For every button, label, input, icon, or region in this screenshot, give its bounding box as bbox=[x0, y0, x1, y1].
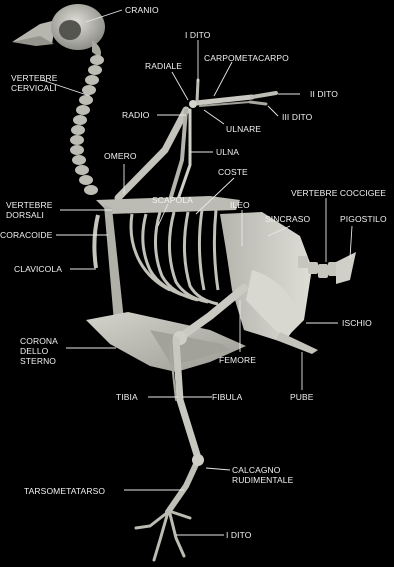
label-coste: COSTE bbox=[218, 167, 248, 177]
wing-bones bbox=[118, 80, 276, 205]
label-ileo: ILEO bbox=[230, 200, 250, 210]
label-coracoide: CORACOIDE bbox=[0, 230, 52, 240]
label-vertebre-coccigee: VERTEBRE COCCIGEE bbox=[291, 188, 386, 198]
label-i-dito-bottom: I DITO bbox=[226, 530, 251, 540]
label-iii-dito: III DITO bbox=[282, 112, 312, 122]
label-carpometacarpo: CARPOMETACARPO bbox=[204, 53, 289, 63]
label-radiale: RADIALE bbox=[145, 61, 182, 71]
label-vertebre-cervicali: VERTEBRE CERVICALI bbox=[11, 73, 57, 93]
ribs bbox=[131, 210, 218, 304]
label-clavicola: CLAVICOLA bbox=[14, 264, 62, 274]
label-radio: RADIO bbox=[122, 110, 149, 120]
label-i-dito-top: I DITO bbox=[185, 30, 210, 40]
label-ischio: ISCHIO bbox=[342, 318, 372, 328]
label-pube: PUBE bbox=[290, 392, 314, 402]
skull bbox=[12, 4, 105, 58]
label-ulnare: ULNARE bbox=[226, 124, 261, 134]
label-scapola: SCAPOLA bbox=[152, 195, 193, 205]
label-fibula: FIBULA bbox=[212, 392, 242, 402]
label-calcagno-rudimentale: CALCAGNO RUDIMENTALE bbox=[232, 465, 293, 485]
label-corona-dello-sterno: CORONA DELLO STERNO bbox=[20, 336, 58, 366]
label-femore: FEMORE bbox=[219, 355, 256, 365]
cervical-vertebrae bbox=[70, 55, 104, 195]
label-omero: OMERO bbox=[104, 151, 137, 161]
label-pigostilo: PIGOSTILO bbox=[340, 214, 387, 224]
label-cranio: CRANIO bbox=[125, 5, 159, 15]
label-ulna: ULNA bbox=[216, 147, 239, 157]
label-tibia: TIBIA bbox=[116, 392, 138, 402]
label-vertebre-dorsali: VERTEBRE DORSALI bbox=[6, 200, 52, 220]
label-sincraso: SINCRASO bbox=[265, 214, 310, 224]
label-ii-dito: II DITO bbox=[310, 89, 338, 99]
pelvis bbox=[220, 212, 356, 354]
label-tarsometatarso: TARSOMETATARSO bbox=[24, 486, 105, 496]
